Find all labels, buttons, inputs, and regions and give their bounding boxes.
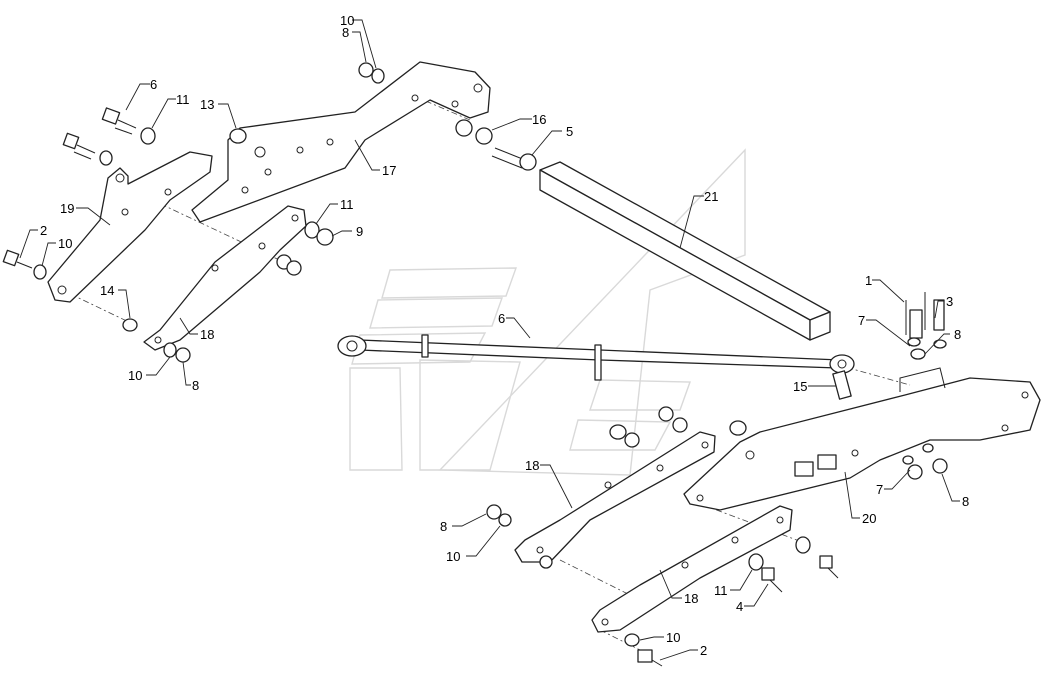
bushing-16: [455, 119, 493, 145]
callout-8: 8: [440, 519, 447, 534]
callout-1: 1: [865, 273, 872, 288]
callout-10: 10: [446, 549, 460, 564]
washer-lower-right: [795, 536, 811, 554]
callout-4: 4: [736, 599, 743, 614]
callout-6: 6: [150, 77, 157, 92]
washer-11-mid: [304, 221, 320, 239]
leader-lines: [19, 19, 960, 661]
callout-11: 11: [714, 583, 728, 598]
nuts-middle-plates: [609, 406, 688, 448]
callout-18: 18: [684, 591, 698, 606]
bolts-1-3: [905, 292, 945, 339]
nut-8-top: [358, 62, 374, 78]
part-18-plate-upper: [143, 205, 307, 351]
callout-2: 2: [40, 223, 47, 238]
callout-19: 19: [60, 201, 74, 216]
part-20-plate: [683, 367, 1041, 511]
callout-18: 18: [525, 458, 539, 473]
bolt-left-upper: [62, 132, 96, 160]
bushing-14: [122, 318, 138, 332]
spacers-plate-20: [729, 420, 837, 477]
callout-21: 21: [704, 189, 718, 204]
callout-17: 17: [382, 163, 396, 178]
callout-15: 15: [793, 379, 807, 394]
washer-10-upper-left: [33, 264, 47, 280]
nut-8-left: [175, 347, 191, 363]
callout-11: 11: [340, 197, 354, 212]
part-17-plate: [191, 61, 491, 223]
nut-upper-plate: [276, 254, 302, 276]
washers-7-8-top: [907, 337, 947, 360]
callout-labels: 10 8 6 11 13 16 5 17 19 11 9 2 10 21 14 …: [40, 13, 969, 658]
part-21-tube: [539, 161, 831, 341]
callout-16: 16: [532, 112, 546, 127]
washer-10-bottom: [624, 633, 640, 647]
callout-7: 7: [876, 482, 883, 497]
washers-7-8-bottom: [902, 443, 948, 480]
callout-9: 9: [356, 224, 363, 239]
washer-left-upper: [99, 150, 113, 166]
callout-11: 11: [176, 92, 190, 107]
bolt-2-bottom: [637, 649, 663, 667]
callout-13: 13: [200, 97, 214, 112]
bushing-lower: [539, 555, 553, 569]
washer-10-left: [163, 342, 177, 358]
bushing-13: [229, 128, 247, 144]
callout-5: 5: [566, 124, 573, 139]
bolt-lower-right: [819, 555, 839, 579]
callout-2: 2: [700, 643, 707, 658]
part-19-plate: [47, 151, 213, 303]
fasteners: [2, 62, 948, 667]
callout-8: 8: [342, 25, 349, 40]
washer-11-lower: [748, 553, 764, 571]
part-18-plate-lower: [591, 505, 793, 633]
callout-7: 7: [858, 313, 865, 328]
callout-10: 10: [128, 368, 142, 383]
callout-3: 3: [946, 294, 953, 309]
callout-8: 8: [954, 327, 961, 342]
bolt-2-upper: [2, 249, 33, 269]
callout-18: 18: [200, 327, 214, 342]
part-6-top-link: [337, 334, 855, 381]
callout-20: 20: [862, 511, 876, 526]
part-18-plate-middle: [514, 431, 716, 563]
nut-washer-8-10-lower: [486, 504, 512, 527]
callout-10: 10: [340, 13, 354, 28]
callout-6: 6: [498, 311, 505, 326]
bolt-5: [491, 147, 537, 171]
callout-10: 10: [58, 236, 72, 251]
nut-9: [316, 228, 334, 246]
callout-8: 8: [192, 378, 199, 393]
callout-8: 8: [962, 494, 969, 509]
bolt-4: [761, 567, 783, 593]
washer-11-upper: [140, 127, 156, 145]
washer-10-top: [371, 68, 385, 84]
callout-10: 10: [666, 630, 680, 645]
bolt-6-upper: [101, 107, 137, 135]
pin-15: [832, 370, 852, 400]
callout-14: 14: [100, 283, 114, 298]
